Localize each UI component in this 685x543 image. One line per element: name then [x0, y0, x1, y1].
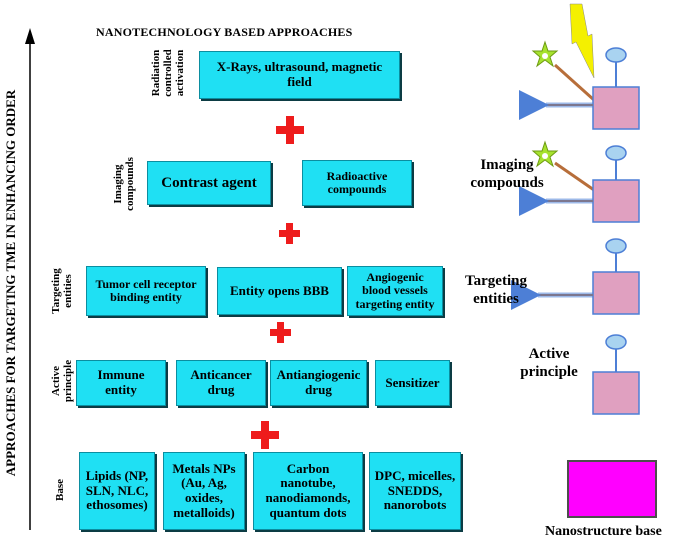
- row-label-imaging: Imaging compounds: [111, 157, 136, 211]
- box-carbon: Carbon nanotube, nanodiamonds, quantum d…: [253, 452, 363, 530]
- right-label-base: Nanostructure base: [545, 524, 662, 539]
- carrier-unit-imaging: [519, 140, 640, 223]
- plus-icon: [270, 322, 291, 343]
- box-immune-entity: Immune entity: [76, 360, 166, 406]
- right-label-imaging: Imaging compounds: [470, 157, 544, 191]
- box-metals: Metals NPs (Au, Ag, oxides, metalloids): [163, 452, 245, 530]
- box-antiangiogenic-drug: Antiangiogenic drug: [270, 360, 367, 406]
- nanocarrier-schematic: [511, 3, 657, 518]
- row-label-radiation: Radiation controlled activation: [149, 49, 187, 97]
- box-sensitizer: Sensitizer: [375, 360, 450, 406]
- row-label-targeting: Targeting entities: [49, 268, 74, 314]
- carrier-unit-active: [592, 334, 640, 415]
- box-tumor-receptor: Tumor cell receptor binding entity: [86, 266, 206, 316]
- box-entity-opens-bbb: Entity opens BBB: [217, 267, 342, 315]
- right-label-targeting: Targeting entities: [465, 273, 527, 307]
- plus-icon: [251, 421, 279, 449]
- box-contrast-agent: Contrast agent: [147, 161, 271, 205]
- enhancing-order-arrow: [25, 28, 35, 530]
- right-label-active: Active principle: [520, 346, 578, 380]
- lightning-bolt-icon: [569, 3, 595, 79]
- box-radiation: X-Rays, ultrasound, magnetic field: [199, 51, 400, 99]
- row-label-base: Base: [53, 479, 66, 501]
- box-anticancer-drug: Anticancer drug: [176, 360, 266, 406]
- vertical-axis-label: APPROACHES FOR TARGETING TME IN ENHANCIN…: [3, 89, 18, 477]
- box-angiogenic-targeting: Angiogenic blood vessels targeting entit…: [347, 266, 443, 316]
- nanostructure-base-block: [567, 460, 657, 518]
- box-dpc: DPC, micelles, SNEDDS, nanorobots: [369, 452, 461, 530]
- plus-icon: [279, 223, 300, 244]
- box-radioactive-compounds: Radioactive compounds: [302, 160, 412, 206]
- diagram-title: NANOTECHNOLOGY BASED APPROACHES: [96, 25, 353, 39]
- carrier-unit-targeting: [511, 238, 640, 315]
- row-label-active: Active principle: [49, 359, 74, 403]
- carrier-unit-full: [519, 3, 640, 130]
- plus-icon: [276, 116, 304, 144]
- box-lipids: Lipids (NP, SLN, NLC, ethosomes): [79, 452, 155, 530]
